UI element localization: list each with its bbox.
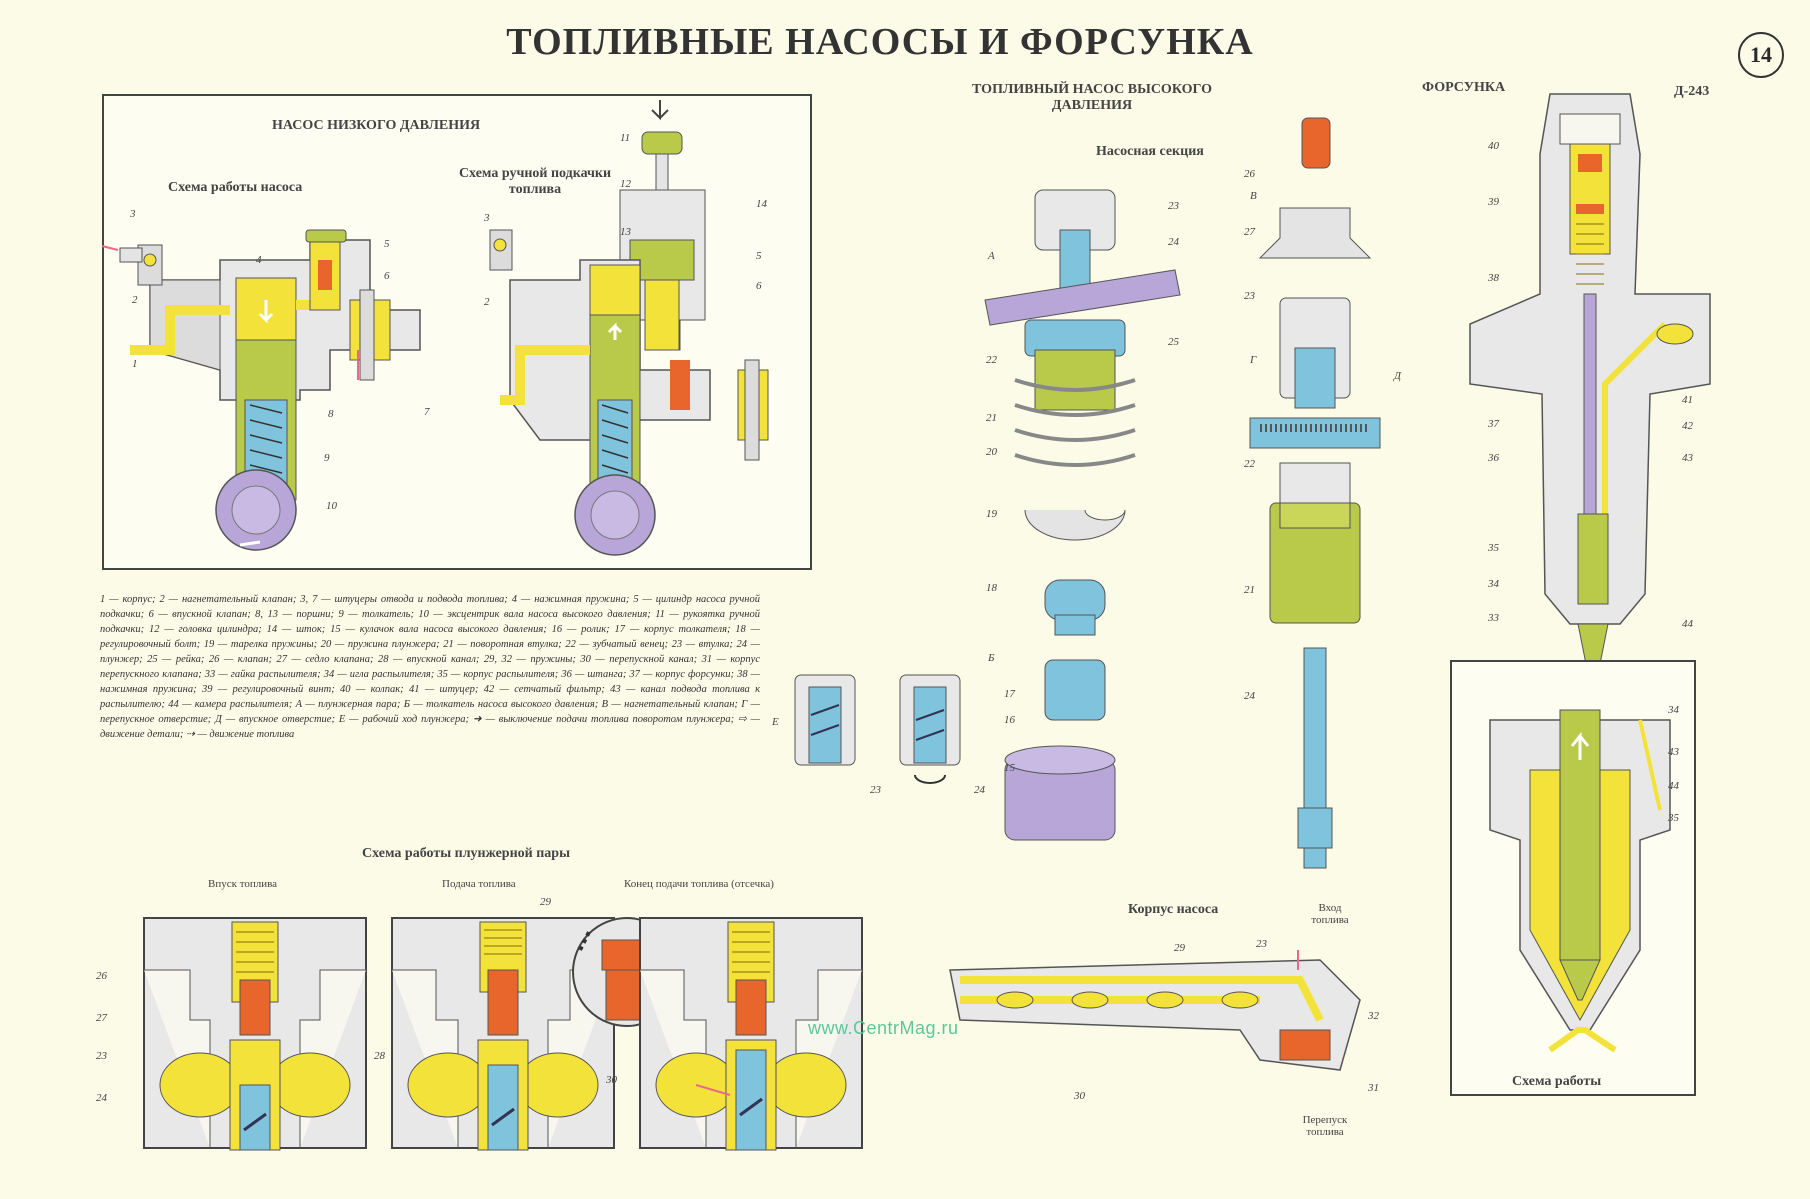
part-number-label: 8 [328, 408, 334, 420]
part-number-label: 26 [1244, 168, 1255, 180]
part-number-label: 4 [256, 254, 262, 266]
part-number-label: 29 [540, 896, 551, 908]
part-number-label: 9 [324, 452, 330, 464]
part-number-label: Д [1394, 370, 1401, 382]
part-number-label: 32 [1368, 1010, 1379, 1022]
part-number-label: 3 [484, 212, 490, 224]
part-number-label: 30 [606, 1074, 617, 1086]
part-number-label: 33 [1488, 612, 1499, 624]
part-number-label: Г [1250, 354, 1257, 366]
part-number-label: 24 [96, 1092, 107, 1104]
watermark: www.CentrMag.ru [808, 1018, 959, 1038]
part-number-label: 24 [1168, 236, 1179, 248]
part-number-label: Е [772, 716, 779, 728]
part-number-label: 34 [1488, 578, 1499, 590]
part-number-label: 35 [1668, 812, 1679, 824]
part-number-label: 6 [756, 280, 762, 292]
poster-title: ТОПЛИВНЫЕ НАСОСЫ И ФОРСУНКА [506, 21, 1254, 63]
part-number-label: 22 [986, 354, 997, 366]
sheet-number-badge: 14 [1738, 32, 1784, 78]
part-number-label: 43 [1668, 746, 1679, 758]
part-number-label: Б [988, 652, 995, 664]
part-number-label: А [988, 250, 995, 262]
part-number-label: 44 [1668, 780, 1679, 792]
pump-section-exploded-diagram [984, 189, 1181, 841]
part-number-label: 2 [484, 296, 490, 308]
low-pressure-pump-heading: НАСОС НИЗКОГО ДАВЛЕНИЯ [272, 118, 481, 133]
part-number-label: 5 [756, 250, 762, 262]
low-pressure-pump-diagram [101, 229, 421, 551]
part-number-label: 26 [96, 970, 107, 982]
stage-delivery-label: Подача топлива [442, 878, 516, 890]
plunger-pair-diagram [143, 917, 863, 1151]
part-number-label: 21 [1244, 584, 1255, 596]
plunger-rotation-sketch [794, 674, 961, 784]
parts-legend: 1 — корпус; 2 — нагнетательный клапан; 3… [100, 594, 760, 740]
part-number-label: 38 [1488, 272, 1499, 284]
part-number-label: 25 [1168, 336, 1179, 348]
part-number-label: 1 [132, 358, 138, 370]
part-number-label: 24 [974, 784, 985, 796]
part-number-label: 12 [620, 178, 631, 190]
part-number-label: 17 [1004, 688, 1015, 700]
part-number-label: 5 [384, 238, 390, 250]
part-number-label: 13 [620, 226, 631, 238]
part-number-label: 14 [756, 198, 767, 210]
part-number-label: 31 [1368, 1082, 1379, 1094]
pump-body-diagram [949, 950, 1361, 1071]
part-number-label: 19 [986, 508, 997, 520]
plunger-pair-title: Схема работы плунжерной пары [362, 846, 571, 861]
part-number-label: 44 [1682, 618, 1693, 630]
part-number-label: 16 [1004, 714, 1015, 726]
part-number-label: 3 [130, 208, 136, 220]
part-number-label: 40 [1488, 140, 1499, 152]
part-number-label: 23 [1168, 200, 1179, 212]
part-number-label: 43 [1682, 452, 1693, 464]
part-number-label: 2 [132, 294, 138, 306]
part-number-label: 29 [1174, 942, 1185, 954]
part-number-label: 10 [326, 500, 337, 512]
part-number-label: 23 [870, 784, 881, 796]
part-number-label: 23 [1244, 290, 1255, 302]
stage-intake-label: Впуск топлива [208, 878, 278, 890]
part-number-label: 15 [1004, 762, 1015, 774]
part-number-label: 41 [1682, 394, 1693, 406]
stage-cutoff-label: Конец подачи топлива (отсечка) [624, 878, 774, 890]
part-number-label: 27 [1244, 226, 1255, 238]
manual-priming-diagram [489, 100, 769, 556]
part-number-label: 39 [1488, 196, 1499, 208]
part-number-label: 24 [1244, 690, 1255, 702]
injector-title: ФОРСУНКА [1422, 80, 1506, 95]
part-number-label: В [1250, 190, 1257, 202]
manual-priming-title: Схема ручной подкачки топлива [458, 166, 612, 197]
part-number-label: 42 [1682, 420, 1693, 432]
fuel-bypass-label: Перепуск топлива [1302, 1114, 1348, 1138]
delivery-valve-assembly-diagram [1249, 117, 1381, 869]
pump-operation-title: Схема работы насоса [168, 180, 303, 195]
part-number-label: 28 [374, 1050, 385, 1062]
part-number-label: 11 [620, 132, 631, 144]
pump-section-title: Насосная секция [1096, 144, 1204, 159]
part-number-label: 23 [96, 1050, 107, 1062]
injector-model: Д-243 [1674, 84, 1710, 99]
part-number-label: 21 [986, 412, 997, 424]
part-number-label: 35 [1488, 542, 1499, 554]
fuel-inlet-label: Вход топлива [1311, 902, 1349, 926]
part-number-label: 34 [1668, 704, 1679, 716]
part-number-label: 7 [424, 406, 430, 418]
injector-nozzle-diagram [1489, 709, 1671, 1053]
injector-scheme-title: Схема работы [1512, 1074, 1602, 1089]
high-pressure-pump-title: ТОПЛИВНЫЙ НАСОС ВЫСОКОГО ДАВЛЕНИЯ [972, 82, 1212, 113]
part-number-label: 20 [986, 446, 997, 458]
part-number-label: 27 [96, 1012, 107, 1024]
part-number-label: 37 [1488, 418, 1499, 430]
part-number-label: 6 [384, 270, 390, 282]
part-number-label: 23 [1256, 938, 1267, 950]
part-number-label: 30 [1074, 1090, 1085, 1102]
part-number-label: 18 [986, 582, 997, 594]
injector-cutaway-diagram [1469, 93, 1711, 685]
part-number-label: 22 [1244, 458, 1255, 470]
part-number-label: 36 [1488, 452, 1499, 464]
pump-body-title: Корпус насоса [1128, 902, 1219, 917]
